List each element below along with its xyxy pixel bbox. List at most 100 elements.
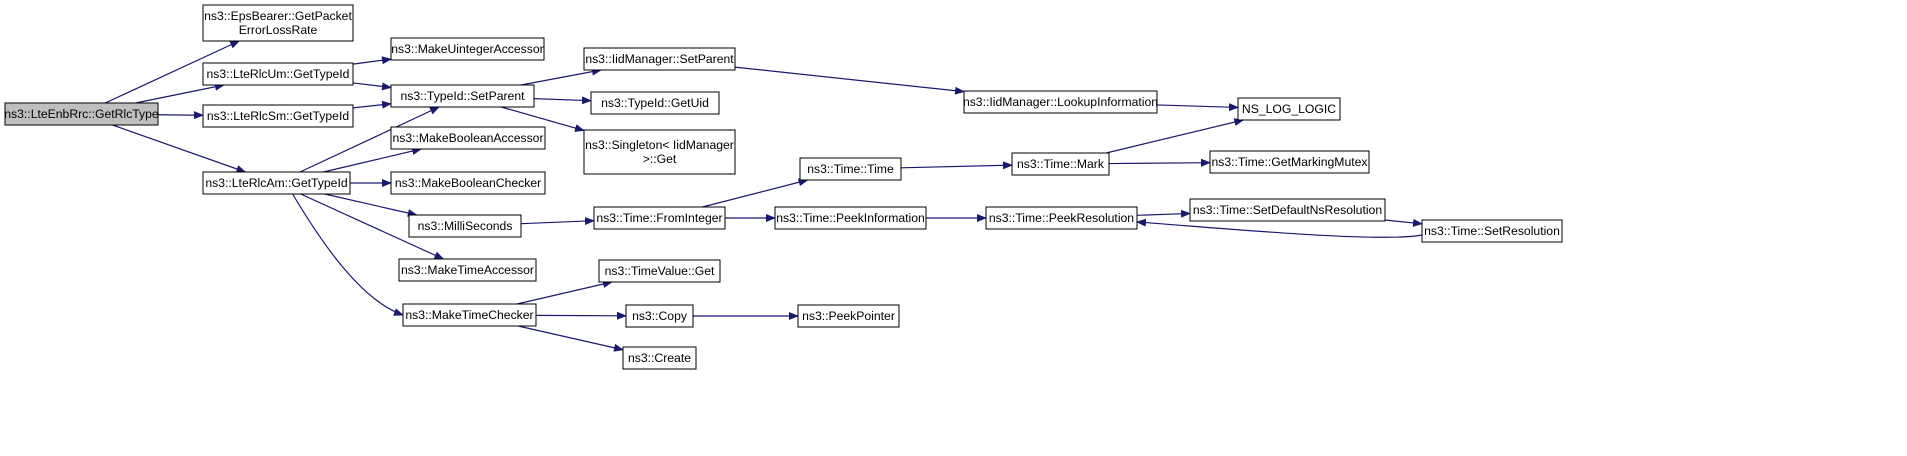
graph-node-ns3-create[interactable]: ns3::Create (622, 346, 697, 370)
node-box (625, 304, 694, 328)
node-label: ErrorLossRate (239, 23, 318, 37)
call-edge-n6-to-n14 (501, 106, 585, 132)
call-edge-n22-to-n25 (1156, 103, 1239, 112)
graph-node-ns3-lterlcsm-gettypeid[interactable]: ns3::LteRlcSm::GetTypeId (202, 104, 354, 128)
node-label: ns3::TypeId::SetParent (401, 89, 526, 103)
node-label: >::Get (643, 152, 677, 166)
graph-node-ns3-lterlcum-gettypeid[interactable]: ns3::LteRlcUm::GetTypeId (202, 62, 354, 86)
call-edge-n11-to-n16 (516, 280, 613, 305)
call-edge-n4-to-n9 (324, 193, 418, 217)
call-edge-n4-to-n10 (300, 193, 445, 260)
node-label: ns3::MakeTimeAccessor (401, 263, 534, 277)
edge-layer (105, 40, 1423, 352)
node-label: ns3::Time::GetMarkingMutex (1211, 155, 1367, 169)
node-box (402, 303, 537, 327)
graph-node-ns-log-logic[interactable]: NS_LOG_LOGIC (1237, 97, 1341, 121)
node-box (1237, 97, 1341, 121)
call-edge-n23-to-n25 (1106, 118, 1245, 154)
node-label: ns3::LteRlcUm::GetTypeId (207, 67, 350, 81)
node-box (774, 206, 927, 230)
graph-node-ns3-maketimeaccessor[interactable]: ns3::MakeTimeAccessor (398, 258, 537, 282)
node-label: ns3::Time::Mark (1017, 157, 1105, 171)
node-label: ns3::IidManager::LookupInformation (963, 95, 1158, 109)
node-box (593, 206, 726, 230)
node-box (390, 171, 546, 195)
call-edge-n23-to-n26 (1108, 158, 1211, 167)
call-edge-n4-to-n7 (323, 147, 423, 173)
graph-node-ns3-milliseconds[interactable]: ns3::MilliSeconds (408, 214, 522, 238)
graph-node-ns3-typeid-setparent[interactable]: ns3::TypeId::SetParent (390, 84, 535, 108)
node-label: ns3::TypeId::GetUid (601, 96, 709, 110)
node-box (202, 104, 354, 128)
node-box (583, 47, 736, 71)
graph-node-ns3-makebooleanchecker[interactable]: ns3::MakeBooleanChecker (390, 171, 546, 195)
node-label: ns3::LteRlcAm::GetTypeId (205, 176, 347, 190)
node-box (390, 37, 545, 61)
graph-node-ns3-typeid-getuid[interactable]: ns3::TypeId::GetUid (590, 91, 720, 115)
node-box (1421, 219, 1563, 243)
node-label: ns3::Time::Time (807, 162, 894, 176)
graph-node-ns3-iidmanager-lookupinformation[interactable]: ns3::IidManager::LookupInformation (963, 90, 1158, 114)
node-box (202, 171, 351, 195)
node-label: ns3::PeekPointer (802, 309, 895, 323)
graph-node-ns3-time-time[interactable]: ns3::Time::Time (799, 157, 902, 181)
graph-node-ns3-iidmanager-setparent[interactable]: ns3::IidManager::SetParent (583, 47, 736, 71)
call-edge-n28-to-n24 (1136, 218, 1423, 238)
graph-node-ns3-time-frominteger[interactable]: ns3::Time::FromInteger (593, 206, 726, 230)
node-label: ns3::Time::PeekResolution (989, 211, 1134, 225)
graph-node-ns3-time-getmarkingmutex[interactable]: ns3::Time::GetMarkingMutex (1209, 150, 1370, 174)
graph-node-ns3-peekpointer[interactable]: ns3::PeekPointer (797, 304, 900, 328)
node-box (1209, 150, 1370, 174)
node-label: ns3::IidManager::SetParent (585, 52, 734, 66)
node-label: ns3::Copy (632, 309, 688, 323)
call-edge-n11-to-n18 (517, 325, 624, 352)
node-label: ns3::Singleton< IidManager (585, 138, 734, 152)
graph-node-ns3-lteenbrrc-getrlctype[interactable]: ns3::LteEnbRrc::GetRlcType (4, 102, 159, 126)
call-edge-n6-to-n13 (533, 96, 592, 105)
node-box (1189, 198, 1386, 222)
node-label: ns3::TimeValue::Get (605, 264, 715, 278)
node-box (1011, 152, 1110, 176)
graph-node-ns3-time-setresolution[interactable]: ns3::Time::SetResolution (1421, 219, 1563, 243)
node-label: ns3::MilliSeconds (418, 219, 513, 233)
node-label: ns3::Time::SetDefaultNsResolution (1193, 203, 1382, 217)
node-box (4, 102, 159, 126)
graph-node-ns3-time-mark[interactable]: ns3::Time::Mark (1011, 152, 1110, 176)
graph-node-ns3-time-setdefaultnsresolution[interactable]: ns3::Time::SetDefaultNsResolution (1189, 198, 1386, 222)
call-edge-n4-to-n11 (292, 193, 404, 316)
graph-node-ns3-copy[interactable]: ns3::Copy (625, 304, 694, 328)
graph-node-ns3-makeuintegeraccessor[interactable]: ns3::MakeUintegerAccessor (390, 37, 545, 61)
node-box (985, 206, 1138, 230)
graph-node-ns3-lterlcam-gettypeid[interactable]: ns3::LteRlcAm::GetTypeId (202, 171, 351, 195)
graph-node-ns3-singleton-iidmanager-get[interactable]: ns3::Singleton< IidManager>::Get (583, 129, 736, 175)
node-box (799, 157, 902, 181)
node-label: ns3::Time::FromInteger (596, 211, 722, 225)
node-label: ns3::Create (628, 351, 691, 365)
node-box (202, 4, 354, 42)
graph-node-ns3-timevalue-get[interactable]: ns3::TimeValue::Get (598, 259, 721, 283)
node-box (398, 258, 537, 282)
node-box (590, 91, 720, 115)
call-edge-n15-to-n19 (702, 178, 809, 208)
node-label: NS_LOG_LOGIC (1242, 102, 1336, 116)
graph-node-ns3-time-peekresolution[interactable]: ns3::Time::PeekResolution (985, 206, 1138, 230)
node-label: ns3::LteRlcSm::GetTypeId (207, 109, 349, 123)
call-edge-n4-to-n6 (299, 106, 440, 173)
node-label: ns3::MakeUintegerAccessor (391, 42, 543, 56)
node-box (963, 90, 1158, 114)
node-label: ns3::Time::PeekInformation (776, 211, 925, 225)
call-edge-n24-to-n27 (1136, 209, 1191, 218)
call-edge-n2-to-n6 (352, 82, 392, 91)
call-edge-n19-to-n23 (900, 161, 1013, 170)
node-label: ns3::Time::SetResolution (1424, 224, 1560, 238)
node-box (390, 126, 546, 150)
graph-node-ns3-makebooleanaccessor[interactable]: ns3::MakeBooleanAccessor (390, 126, 546, 150)
node-box (797, 304, 900, 328)
call-edge-n12-to-n22 (734, 66, 965, 95)
graph-node-ns3-maketimechecker[interactable]: ns3::MakeTimeChecker (402, 303, 537, 327)
node-box (408, 214, 522, 238)
node-label: ns3::LteEnbRrc::GetRlcType (4, 107, 159, 121)
node-label: ns3::MakeTimeChecker (405, 308, 533, 322)
graph-node-ns3-time-peekinformation[interactable]: ns3::Time::PeekInformation (774, 206, 927, 230)
